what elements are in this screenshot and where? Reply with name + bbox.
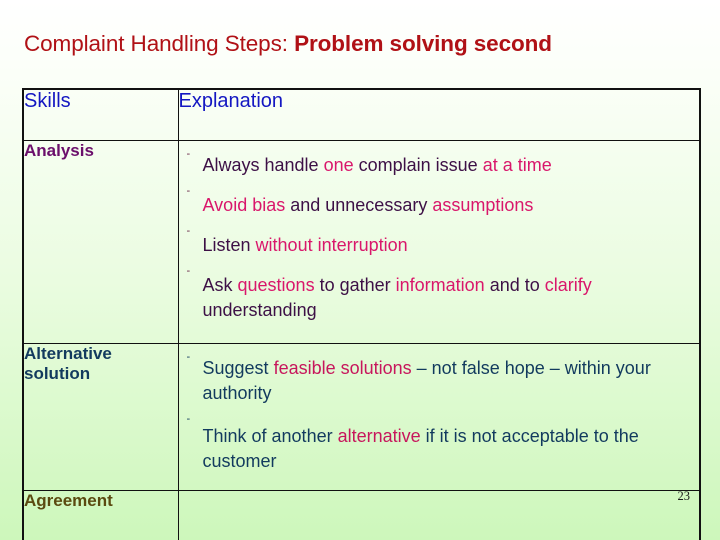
bullet-dash-icon: - — [186, 184, 191, 197]
bullet-dash-icon: - — [186, 224, 191, 237]
list-item: - Think of another alternative if it is … — [179, 406, 700, 474]
bullet-dash-icon: - — [186, 412, 191, 425]
bullet-text-segment: one — [323, 154, 354, 175]
table-row: Analysis - Always handle one complain is… — [22, 139, 701, 344]
explanation-cell-agreement — [177, 489, 701, 540]
list-item: - Listen without interruption — [179, 218, 700, 258]
page-title: Complaint Handling Steps: Problem solvin… — [24, 30, 704, 58]
bullet-text-segment: information — [395, 274, 485, 295]
bullet-list: - Always handle one complain issue at a … — [179, 141, 700, 323]
bullet-text-segment: Suggest — [202, 357, 274, 378]
skills-explanation-table: Skills Explanation Analysis - Always han… — [22, 88, 701, 540]
table-row: Alternative solution - Suggest feasible … — [22, 342, 701, 491]
skill-label-analysis: Analysis — [22, 139, 179, 344]
bullet-text-segment: complain issue — [353, 154, 483, 175]
skill-label-alternative-solution: Alternative solution — [22, 342, 179, 491]
bullet-text-segment: and unnecessary — [285, 194, 433, 215]
bullet-list: - Suggest feasible solutions – not false… — [179, 344, 700, 474]
explanation-cell-alternative-solution: - Suggest feasible solutions – not false… — [177, 342, 701, 491]
bullet-text-segment: without interruption — [255, 234, 408, 255]
list-item: - Suggest feasible solutions – not false… — [179, 344, 700, 406]
page-title-regular: Complaint Handling Steps: — [24, 31, 295, 56]
bullet-dash-icon: - — [186, 147, 191, 160]
table-header-row: Skills Explanation — [22, 88, 701, 141]
bullet-text-segment: if it is not acceptable to the customer — [202, 425, 639, 471]
explanation-cell-analysis: - Always handle one complain issue at a … — [177, 139, 701, 344]
bullet-text-segment: feasible solutions — [273, 357, 412, 378]
bullet-text-segment: Avoid bias — [202, 194, 286, 215]
column-header-skills: Skills — [22, 88, 179, 141]
bullet-text-segment: Think of another — [202, 425, 338, 446]
column-header-explanation: Explanation — [177, 88, 701, 141]
page-number: 23 — [677, 489, 691, 503]
bullet-text-segment: Ask — [202, 274, 238, 295]
skill-label-agreement: Agreement — [22, 489, 179, 540]
bullet-text-segment: and to — [484, 274, 545, 295]
bullet-text-segment: to gather — [314, 274, 396, 295]
bullet-text-segment: Listen — [202, 234, 256, 255]
bullet-text-segment: clarify — [544, 274, 592, 295]
bullet-dash-icon: - — [186, 350, 191, 363]
bullet-text-segment: at a time — [482, 154, 552, 175]
bullet-text-segment: understanding — [202, 299, 317, 320]
bullet-text-segment: – not false hope – within your authority — [202, 357, 651, 403]
bullet-dash-icon: - — [186, 264, 191, 277]
list-item: - Ask questions to gather information an… — [179, 258, 700, 323]
bullet-text-segment: questions — [237, 274, 315, 295]
list-item: - Always handle one complain issue at a … — [179, 141, 700, 178]
bullet-text-segment: alternative — [337, 425, 421, 446]
bullet-text-segment: Always handle — [202, 154, 324, 175]
table-row: Agreement — [22, 489, 701, 540]
bullet-text-segment: assumptions — [432, 194, 534, 215]
page-title-bold: Problem solving second — [294, 31, 552, 56]
list-item: - Avoid bias and unnecessary assumptions — [179, 178, 700, 218]
